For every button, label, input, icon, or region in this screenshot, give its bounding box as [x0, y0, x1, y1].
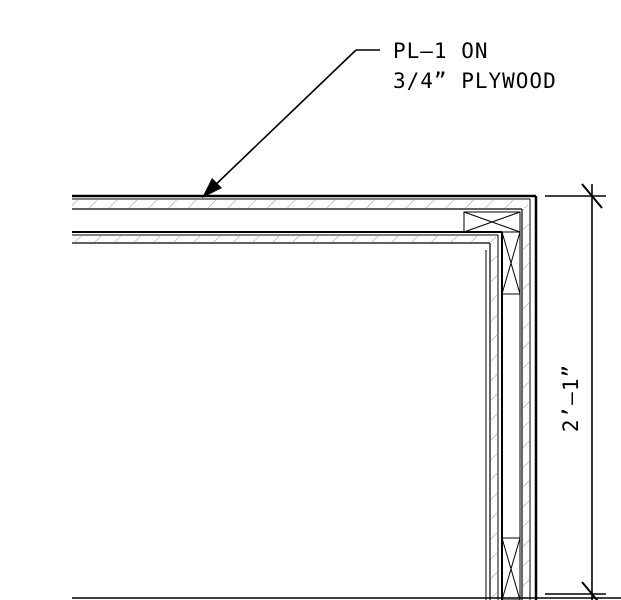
leader-arrow — [209, 49, 380, 191]
outer-panel — [72, 194, 538, 600]
annotation-line-2: 3/4” PLYWOOD — [393, 69, 557, 93]
dimension-label: 2’–1” — [559, 364, 583, 432]
annotation-line-1: PL–1 ON — [393, 39, 489, 63]
corner-blocking — [463, 211, 521, 233]
leader-arrowhead — [202, 178, 222, 198]
dimension-line — [545, 183, 606, 600]
inner-panel — [72, 231, 503, 600]
vertical-stud — [501, 231, 521, 600]
